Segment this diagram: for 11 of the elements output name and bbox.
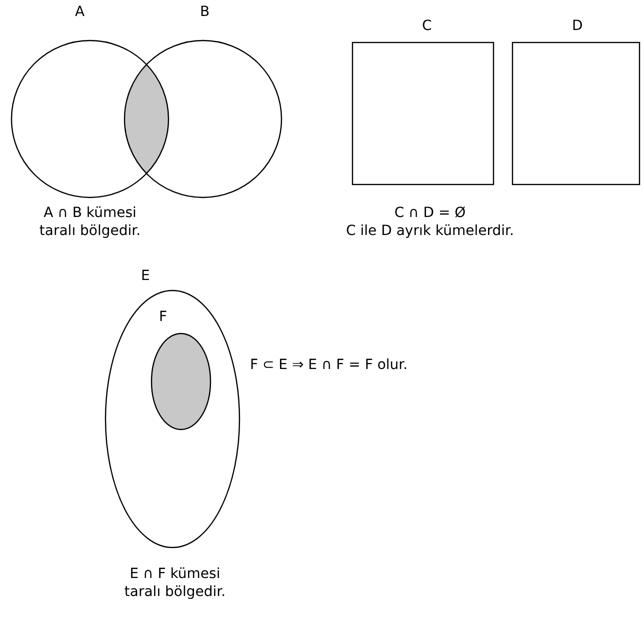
set-name: C	[422, 18, 432, 34]
set-name: B	[200, 4, 210, 20]
formula-text: F ⊂ E ⇒ E ∩ F = F olur.	[250, 356, 409, 374]
set-caption: C ile D ayrık kümelerdir.	[345, 222, 515, 240]
set-caption: A ∩ B kümesi taralı bölgedir.	[38, 204, 142, 240]
set-name: A	[75, 4, 85, 20]
set-name: F	[159, 309, 168, 325]
set-name: D	[572, 18, 583, 34]
formula-text: C ∩ D = Ø	[393, 204, 467, 222]
set-caption: E ∩ F kümesi taralı bölgedir.	[123, 565, 227, 601]
set-name: E	[141, 268, 150, 284]
